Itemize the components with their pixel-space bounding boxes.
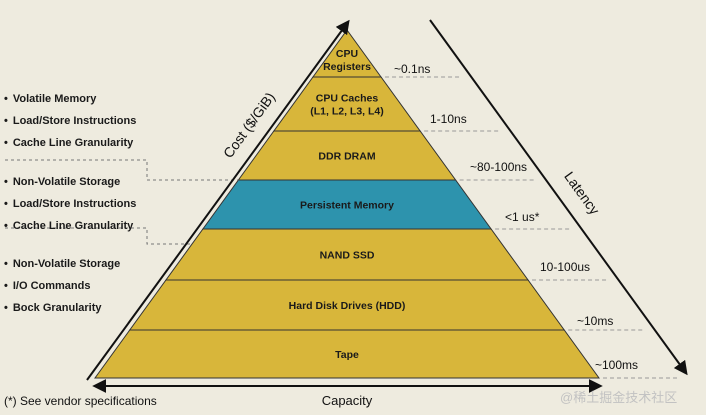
feature-item: Load/Store Instructions (4, 115, 136, 127)
feature-item: Load/Store Instructions (4, 198, 136, 210)
pyramid-level-label: CPU (336, 48, 358, 60)
pyramid-level-label: CPU Caches (316, 93, 379, 105)
latency-value: ~0.1ns (394, 62, 430, 76)
group-separator (5, 159, 239, 181)
pyramid-level-label: Registers (323, 61, 371, 73)
pyramid-level-label: Persistent Memory (300, 200, 394, 212)
footnote: (*) See vendor specifications (4, 394, 157, 408)
pyramid-level-label: (L1, L2, L3, L4) (310, 106, 384, 118)
latency-value: ~100ms (595, 358, 638, 372)
feature-item: Volatile Memory (4, 93, 97, 105)
feature-item: Non-Volatile Storage (4, 258, 120, 270)
latency-value: ~80-100ns (470, 160, 527, 174)
pyramid-level-label: NAND SSD (320, 250, 375, 262)
cost-axis-arrow (86, 19, 350, 381)
latency-axis-arrow (429, 19, 688, 376)
feature-item: Non-Volatile Storage (4, 176, 120, 188)
latency-value: 1-10ns (430, 112, 467, 126)
feature-item: I/O Commands (4, 280, 91, 292)
group-separator (5, 227, 193, 245)
capacity-axis-label: Capacity (322, 393, 373, 408)
pyramid-level-label: Tape (335, 349, 359, 361)
pyramid-level-label: Hard Disk Drives (HDD) (289, 300, 406, 312)
pyramid-level (94, 329, 600, 379)
feature-item: Bock Granularity (4, 302, 102, 314)
latency-value: ~10ms (577, 314, 613, 328)
latency-value: 10-100us (540, 260, 590, 274)
feature-item: Cache Line Granularity (4, 220, 133, 232)
latency-value: <1 us* (505, 210, 540, 224)
feature-item: Cache Line Granularity (4, 137, 133, 149)
pyramid-level-label: DDR DRAM (318, 151, 375, 163)
watermark: @稀土掘金技术社区 (560, 390, 678, 405)
